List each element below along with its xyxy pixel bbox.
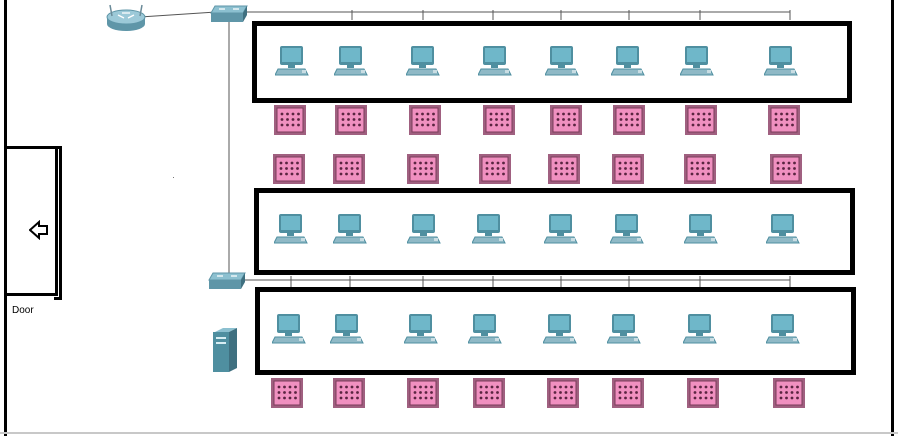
chair-icon bbox=[478, 153, 512, 185]
table-row-2 bbox=[254, 188, 855, 275]
pc-icon bbox=[765, 312, 800, 346]
chair-icon bbox=[549, 104, 583, 136]
switch-icon bbox=[207, 271, 247, 291]
table-row-3 bbox=[255, 287, 856, 375]
pc-icon bbox=[471, 212, 506, 246]
router-icon bbox=[104, 4, 148, 34]
chair-icon bbox=[611, 153, 645, 185]
chair-icon bbox=[547, 153, 581, 185]
pc-icon bbox=[609, 212, 644, 246]
chair-icon bbox=[683, 153, 717, 185]
chair-icon bbox=[482, 104, 516, 136]
chair-icon bbox=[408, 104, 442, 136]
chair-icon bbox=[273, 104, 307, 136]
pc-icon bbox=[543, 212, 578, 246]
pc-icon bbox=[403, 312, 438, 346]
bottom-edge bbox=[0, 432, 898, 434]
pc-icon bbox=[765, 212, 800, 246]
pc-icon bbox=[682, 312, 717, 346]
pc-icon bbox=[606, 312, 641, 346]
chair-icon bbox=[270, 377, 304, 409]
right-wall bbox=[891, 0, 894, 436]
chair-icon bbox=[272, 153, 306, 185]
chair-icon bbox=[772, 377, 806, 409]
chair-icon bbox=[406, 153, 440, 185]
pc-icon bbox=[610, 44, 645, 78]
server-icon bbox=[211, 328, 239, 372]
chair-icon bbox=[686, 377, 720, 409]
chair-icon bbox=[546, 377, 580, 409]
cable-line bbox=[139, 11, 217, 18]
pc-icon bbox=[332, 212, 367, 246]
left-wall bbox=[4, 0, 7, 436]
chair-icon bbox=[332, 377, 366, 409]
chair-icon bbox=[611, 377, 645, 409]
pc-icon bbox=[271, 312, 306, 346]
pc-icon bbox=[274, 44, 309, 78]
switch-icon bbox=[209, 4, 249, 24]
pc-icon bbox=[544, 44, 579, 78]
chair-icon bbox=[767, 104, 801, 136]
stray-dot bbox=[173, 177, 174, 178]
arrow-left-icon bbox=[29, 220, 48, 240]
pc-icon bbox=[333, 44, 368, 78]
pc-icon bbox=[329, 312, 364, 346]
chair-icon bbox=[334, 104, 368, 136]
pc-icon bbox=[273, 212, 308, 246]
chair-icon bbox=[332, 153, 366, 185]
pc-icon bbox=[467, 312, 502, 346]
pc-icon bbox=[406, 212, 441, 246]
chair-icon bbox=[472, 377, 506, 409]
pc-icon bbox=[405, 44, 440, 78]
chair-icon bbox=[769, 153, 803, 185]
chair-icon bbox=[406, 377, 440, 409]
pc-icon bbox=[683, 212, 718, 246]
table-row-1 bbox=[252, 21, 852, 103]
pc-icon bbox=[679, 44, 714, 78]
door bbox=[4, 146, 58, 296]
chair-icon bbox=[684, 104, 718, 136]
pc-icon bbox=[542, 312, 577, 346]
pc-icon bbox=[763, 44, 798, 78]
chair-icon bbox=[612, 104, 646, 136]
door-label: Door bbox=[12, 305, 34, 316]
pc-icon bbox=[477, 44, 512, 78]
door-jamb bbox=[54, 146, 62, 300]
